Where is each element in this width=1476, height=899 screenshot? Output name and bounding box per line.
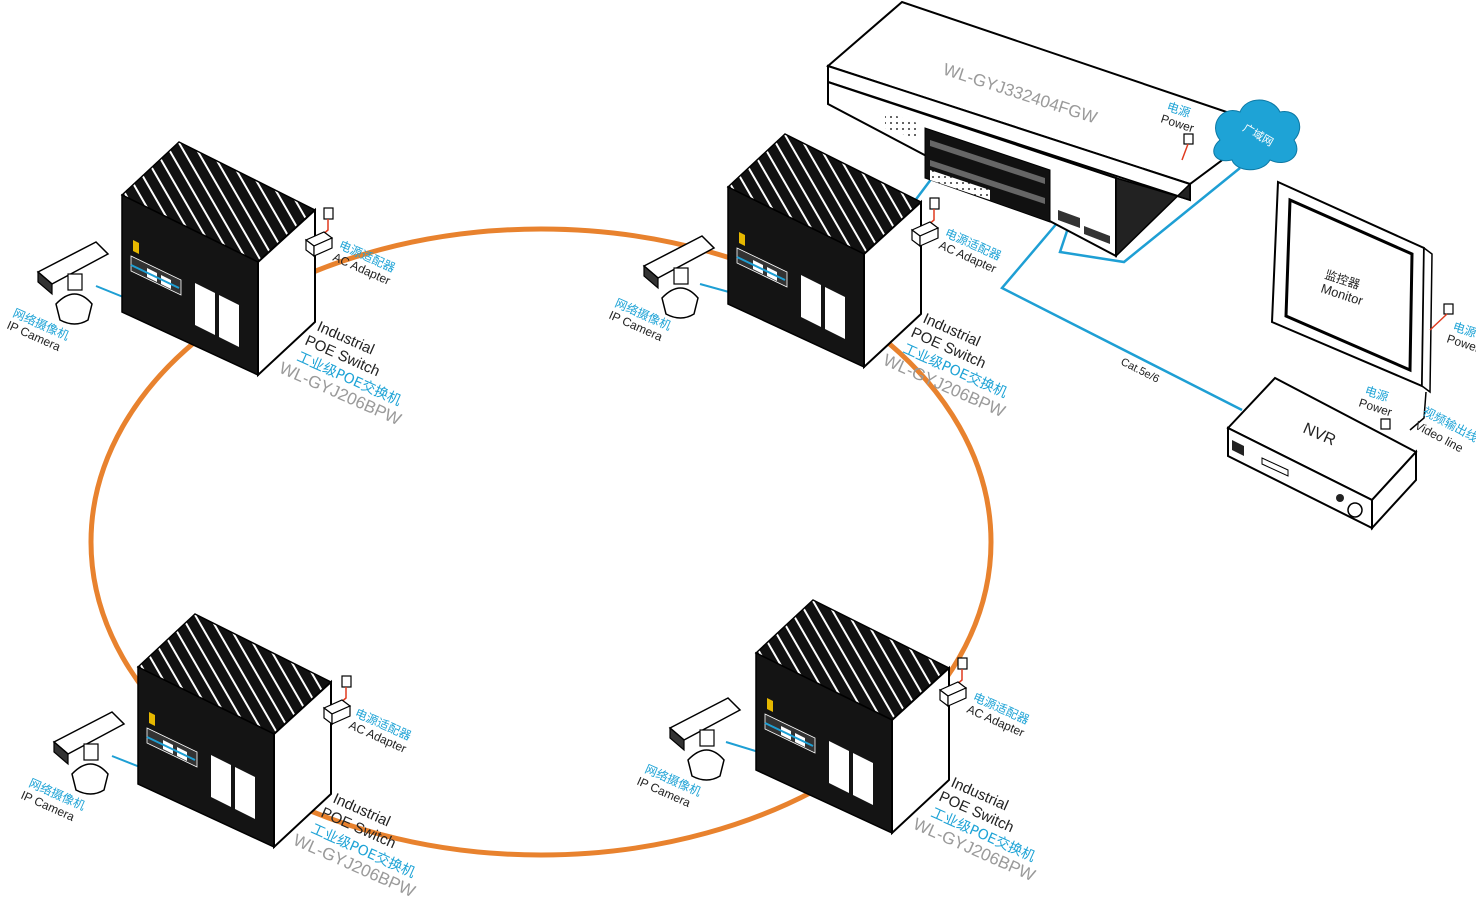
nvr: NVR (1226, 376, 1418, 531)
power-outlet-icon (1183, 133, 1194, 145)
poe-switch-3 (137, 613, 332, 848)
fiber-ring (88, 226, 994, 858)
camera-2 (643, 235, 715, 319)
node-3: 电源适配器 AC Adapter 网络摄像机 IP Camera Industr… (19, 613, 418, 899)
poe-switch-1 (121, 141, 316, 376)
cable-label: Cat.5e/6 (1119, 356, 1162, 386)
camera-3 (53, 711, 125, 795)
poe-switch-4 (755, 599, 950, 834)
monitor-power: 电源 Power (1429, 303, 1476, 355)
poe-switch-2 (727, 133, 922, 368)
video-line (1409, 391, 1427, 431)
node-4: 电源适配器 AC Adapter 网络摄像机 IP Camera Industr… (635, 599, 1038, 885)
nvr-power: 电源 Power (1357, 384, 1394, 430)
camera-4 (669, 697, 741, 781)
monitor: 监控器 Monitor (1270, 180, 1433, 394)
wan-cloud: 广域网 (1213, 99, 1301, 171)
power-outlet-icon (1443, 303, 1454, 315)
nvr-power-en: Power (1357, 396, 1394, 420)
camera-1 (37, 241, 109, 325)
nvr-cable (1000, 221, 1243, 412)
core-switch: WL-GYJ332404FGW (826, 0, 1271, 258)
wan-cable (1058, 167, 1241, 264)
power-outlet-icon (1380, 418, 1391, 430)
node-1: 电源适配器 AC Adapter 网络摄像机 IP Camera Industr… (5, 141, 404, 429)
